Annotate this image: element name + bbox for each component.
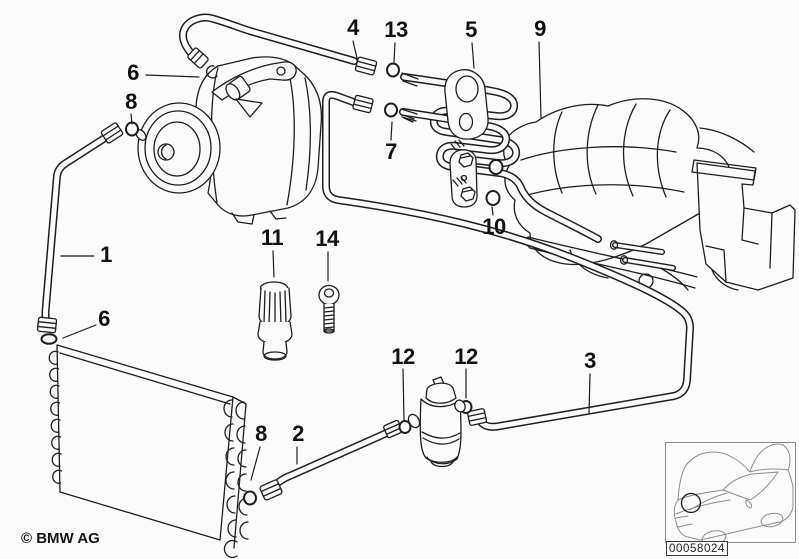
part-callout-3: 3 [584,348,596,373]
part-callout-8b: 8 [255,421,267,446]
pipe-2-drawing [243,419,412,506]
part-callout-1: 1 [100,242,112,267]
part-callout-9: 9 [534,16,546,41]
double-pipe-assembly-drawing [399,69,602,243]
o-ring-10-upper [488,159,504,175]
pipe-2-end-nut [259,479,283,501]
hose-4-drawing [179,13,400,79]
flange-bolt-lower [452,176,476,202]
part-callout-12a: 12 [391,344,415,369]
pipe-3-lower-nut [466,408,488,426]
hose-4-crimp-fitting [187,47,209,69]
pipe-1-top-nut [100,122,124,144]
car-position-inset [665,442,796,546]
part-callout-7: 7 [385,139,397,164]
service-valve-drawing [257,281,293,361]
hose-4-nut [354,56,378,76]
part-callout-14: 14 [315,226,339,251]
car-silhouette [673,443,794,546]
callout-leader-lines [60,40,591,481]
image-number: 00058024 [669,542,725,555]
part-callout-6a: 6 [127,60,139,85]
pipe-3-upper-nut [352,94,374,114]
part-callout-11: 11 [260,225,284,250]
compressor-pulley [137,102,221,194]
part-callout-13: 13 [384,17,408,42]
o-ring-12-left [398,420,412,434]
part-callout-12b: 12 [454,344,478,369]
part-callout-6b: 6 [98,306,110,331]
copyright-text: © BMW AG [21,530,100,547]
o-ring-10-lower [485,190,501,206]
compressor-drawing [135,56,323,225]
part-callout-8a: 8 [125,89,137,114]
image-number-box: 00058024 [666,541,728,556]
flange-bolt-upper [450,139,474,168]
part-callout-10: 10 [482,214,506,239]
part-callout-2: 2 [292,421,304,446]
o-ring-7 [384,102,398,118]
pipe-1-bottom-nut [36,316,58,334]
o-ring-6-lower [40,333,58,345]
compressor-port-fitting [225,75,251,101]
component-location-marker [680,492,702,514]
receiver-drier-drawing [407,376,466,468]
o-ring-13 [386,62,400,78]
pipe-1-drawing [36,121,139,345]
pipe-3-drawing [322,90,694,431]
pipe-holder-plate [444,69,489,140]
engine-pipe-stubs [609,240,676,271]
condenser-drawing [48,344,249,559]
part-callout-4: 4 [347,15,359,40]
o-ring-8-lower [243,490,257,506]
clip-6-upper [206,65,218,79]
condenser-left-fins [48,350,63,484]
part-callout-5: 5 [465,17,477,42]
socket-bolt-drawing [318,284,340,334]
engine-assembly-drawing [503,98,796,291]
flange-bracket [449,139,478,208]
